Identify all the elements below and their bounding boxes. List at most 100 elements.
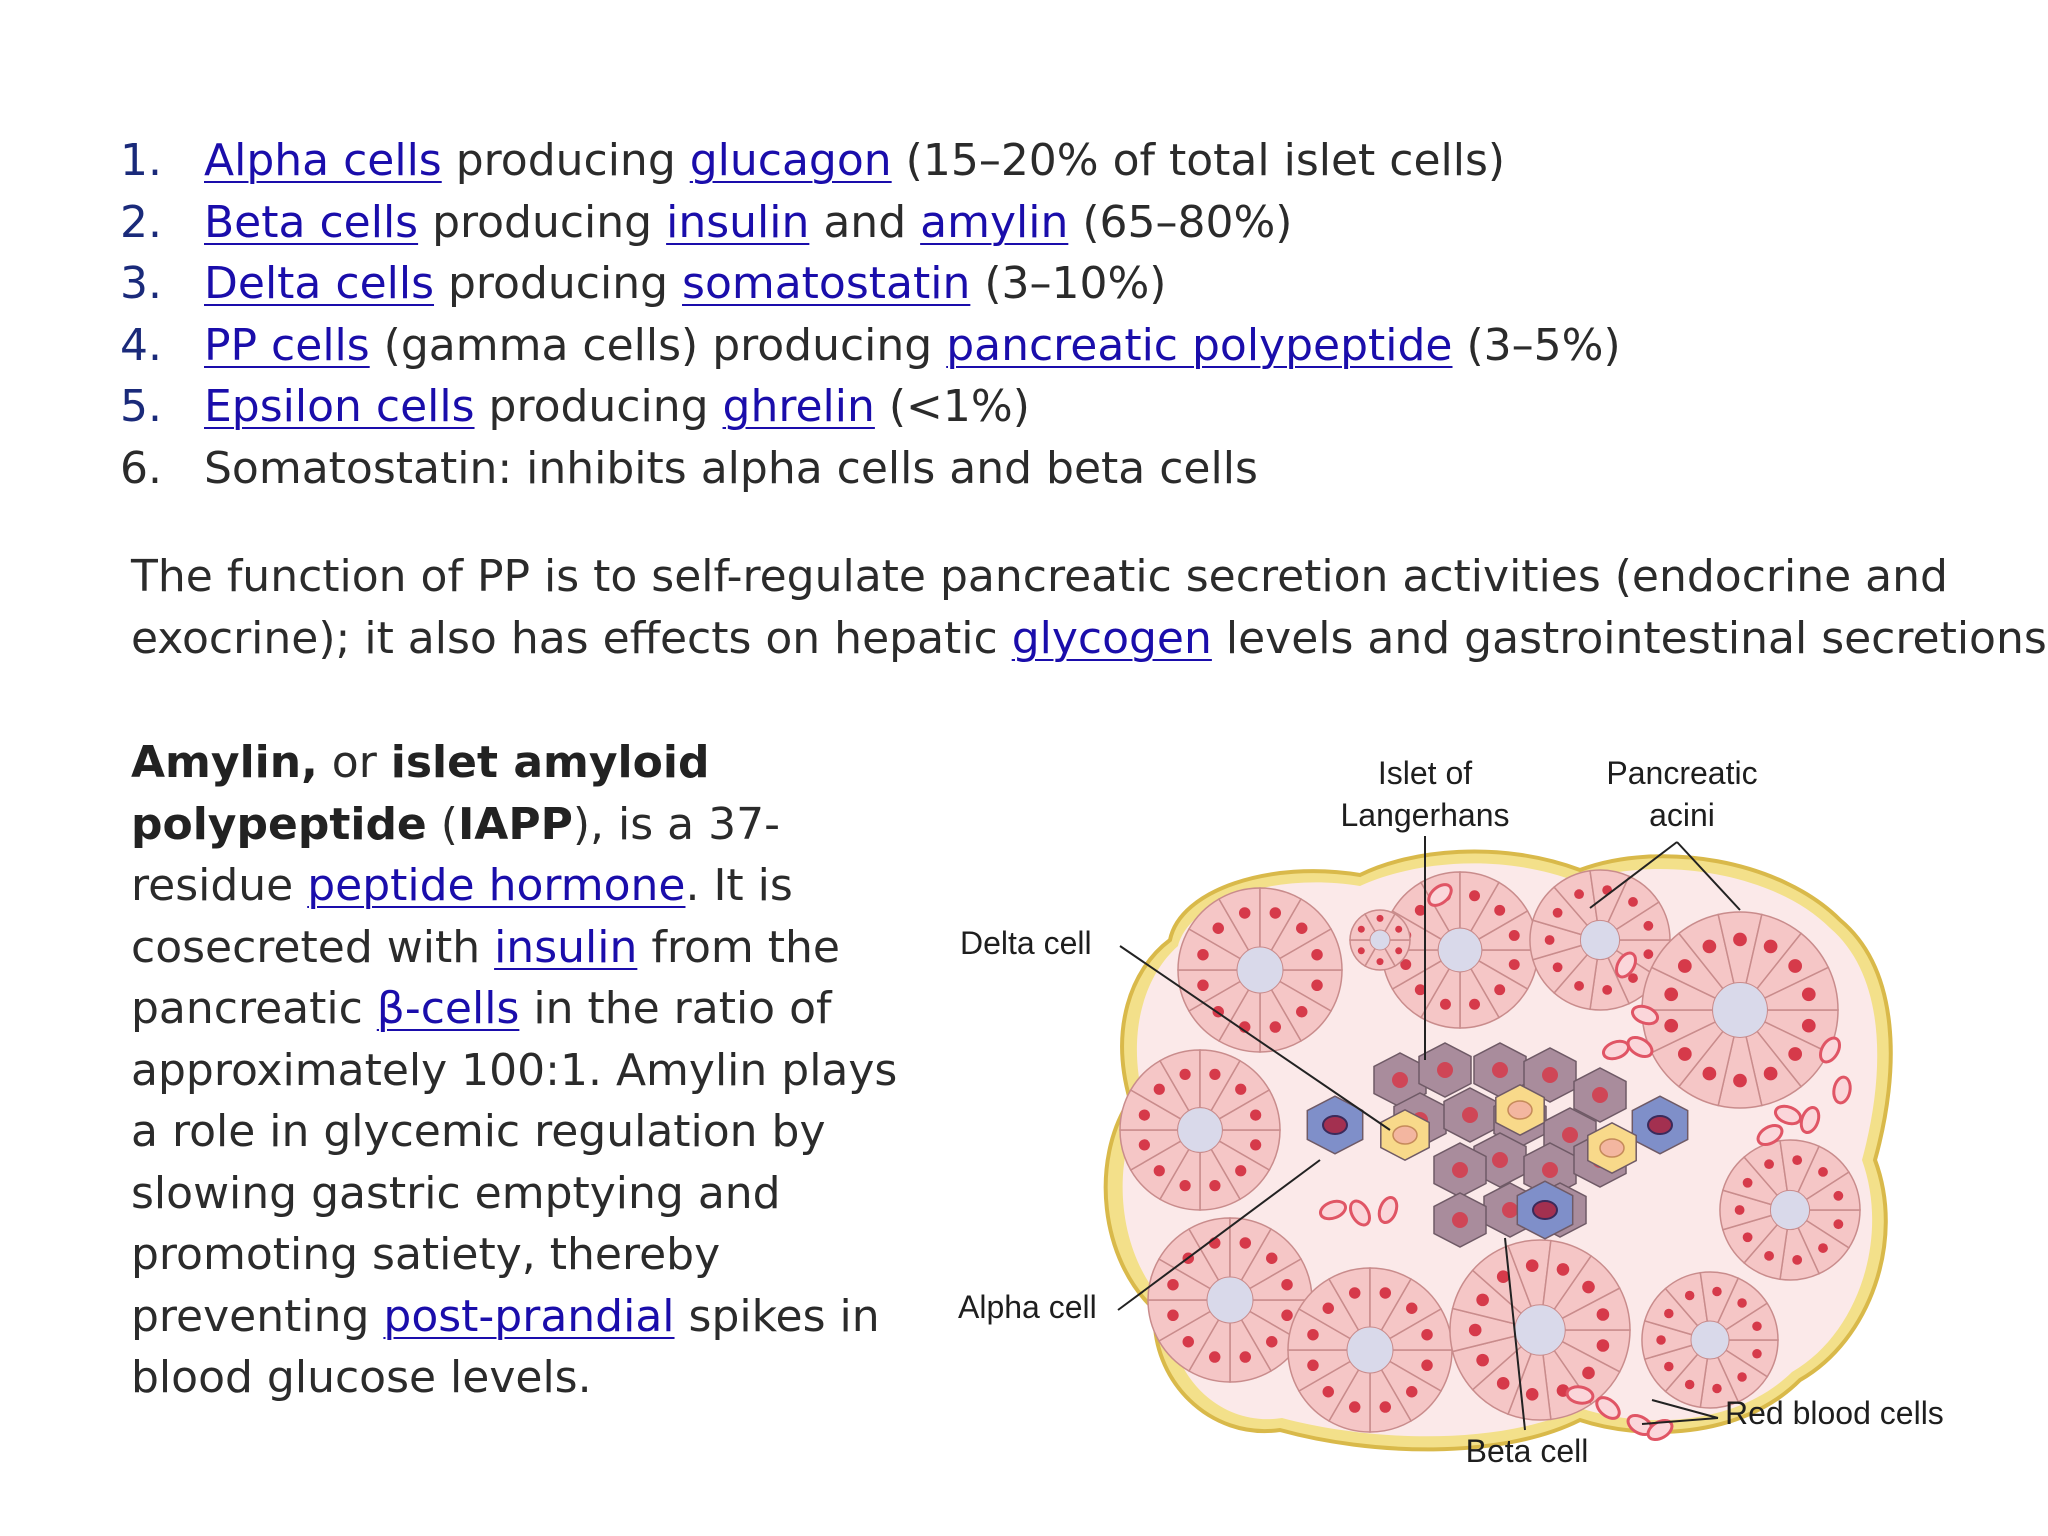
text-span: producing bbox=[434, 258, 683, 309]
acinus-10-nucleus bbox=[1752, 1321, 1762, 1331]
acinus-8-nucleus bbox=[1406, 1386, 1418, 1398]
acinus-9-lumen bbox=[1514, 1304, 1566, 1356]
label-islet-line1: Islet of bbox=[1378, 755, 1472, 791]
link-delta-cells[interactable]: Delta cells bbox=[204, 258, 435, 309]
list-number: 4. bbox=[120, 319, 162, 371]
text-span: preventing bbox=[131, 1290, 384, 1342]
red-blood-cell bbox=[1615, 951, 1637, 979]
acinus-10-nucleus bbox=[1712, 1383, 1722, 1394]
acinus-4-nucleus bbox=[1733, 1073, 1747, 1088]
acinus-9-nucleus bbox=[1582, 1280, 1595, 1294]
acinus-1-nucleus bbox=[1296, 1006, 1308, 1018]
text-span: (15–20% of total islet cells) bbox=[891, 135, 1506, 186]
text-span: slowing gastric emptying and bbox=[131, 1167, 781, 1219]
beta-cell-nucleus bbox=[1462, 1107, 1478, 1123]
acinus-10-nucleus bbox=[1712, 1286, 1722, 1297]
text-span: producing bbox=[418, 196, 667, 248]
link-peptide-hormone[interactable]: peptide hormone bbox=[307, 860, 686, 911]
leader-beta bbox=[1504, 1237, 1526, 1431]
text-span: and bbox=[809, 196, 921, 248]
acinus-10-nucleus bbox=[1752, 1349, 1762, 1359]
acinus-2-nucleus bbox=[1508, 930, 1520, 941]
link-alpha-cells[interactable]: Alpha cells bbox=[204, 135, 442, 186]
beta-cell-nucleus bbox=[1542, 1067, 1558, 1083]
list-number: 6. bbox=[120, 442, 162, 494]
list-item-text: Beta cells producing insulin and amylin … bbox=[204, 192, 1292, 254]
acinus-9-nucleus bbox=[1556, 1263, 1570, 1276]
link-pancreatic-polypeptide[interactable]: pancreatic polypeptide bbox=[946, 319, 1453, 371]
paragraph-line: polypeptide (IAPP), is a 37- bbox=[131, 794, 881, 856]
list-item: 2.Beta cells producing insulin and amyli… bbox=[120, 192, 1980, 254]
acinus-2-nucleus bbox=[1508, 959, 1520, 970]
acinus-11-nucleus bbox=[1376, 914, 1384, 922]
paragraph-line: cosecreted with insulin from the bbox=[131, 917, 881, 979]
leader-lines bbox=[1117, 836, 1741, 1431]
text-span: spikes in bbox=[674, 1290, 880, 1342]
acinus-8-nucleus bbox=[1348, 1287, 1361, 1299]
acinus-5-nucleus bbox=[1235, 1083, 1247, 1095]
acinus-1-nucleus bbox=[1197, 979, 1209, 992]
red-blood-cell bbox=[1819, 1036, 1841, 1064]
label-acini-line1: Pancreatic bbox=[1606, 755, 1757, 791]
acinus-8-nucleus bbox=[1307, 1359, 1319, 1372]
text-span: producing bbox=[474, 381, 723, 432]
acinus-3-nucleus bbox=[1552, 962, 1563, 973]
acinus-7-cell bbox=[1249, 1257, 1313, 1301]
list-item: 4. PP cells (gamma cells) producing pancr… bbox=[120, 315, 1980, 377]
acinus-6-nucleus bbox=[1833, 1190, 1844, 1201]
label-red-blood-cells: Red blood cells bbox=[1725, 1395, 1944, 1431]
list-item: 1.Alpha cells producing glucagon (15–20%… bbox=[120, 130, 1980, 192]
acinus-8-nucleus bbox=[1379, 1401, 1392, 1413]
acinus-9-nucleus bbox=[1596, 1308, 1610, 1321]
link-β-cells[interactable]: β-cells bbox=[376, 983, 520, 1034]
text-span: (3–10%) bbox=[970, 258, 1167, 309]
acinus-6-cell bbox=[1805, 1171, 1861, 1211]
red-blood-cell bbox=[1565, 1385, 1595, 1405]
acinus-5-nucleus bbox=[1209, 1068, 1221, 1080]
bold-text: Amylin, bbox=[131, 737, 318, 788]
acinus-1-nucleus bbox=[1296, 922, 1308, 934]
acinus-9-nucleus bbox=[1476, 1353, 1489, 1367]
acinus-11-lumen bbox=[1369, 929, 1391, 951]
acinus-9-cell bbox=[1561, 1287, 1631, 1331]
link-glucagon[interactable]: glucagon bbox=[689, 135, 892, 186]
acinus-4-nucleus bbox=[1801, 987, 1816, 1002]
alpha-cell-nucleus bbox=[1647, 1115, 1673, 1135]
acinus-5-nucleus bbox=[1138, 1109, 1150, 1121]
red-blood-cell bbox=[1773, 1104, 1803, 1126]
acinus-10-nucleus bbox=[1684, 1379, 1695, 1390]
acinus-3-lumen bbox=[1579, 919, 1621, 961]
acinus-1-nucleus bbox=[1238, 907, 1251, 919]
link-beta-cells[interactable]: Beta cells bbox=[204, 196, 419, 248]
link-amylin[interactable]: amylin bbox=[920, 196, 1069, 248]
leader-rbc-a bbox=[1651, 1399, 1719, 1419]
red-blood-cell bbox=[1626, 1036, 1654, 1058]
link-glycogen[interactable]: glycogen bbox=[1011, 612, 1212, 664]
link-ghrelin[interactable]: ghrelin bbox=[722, 381, 875, 432]
acinus-8-lumen bbox=[1346, 1326, 1394, 1374]
acinus-9-nucleus bbox=[1496, 1270, 1510, 1283]
link-insulin[interactable]: insulin bbox=[494, 921, 638, 973]
link-somatostatin[interactable]: somatostatin bbox=[682, 258, 971, 309]
acinus-6-nucleus bbox=[1792, 1254, 1803, 1265]
label-delta-cell: Delta cell bbox=[960, 925, 1092, 961]
acinus-2-nucleus bbox=[1469, 890, 1480, 902]
acinus-9-nucleus bbox=[1525, 1388, 1539, 1401]
link-epsilon-cells[interactable]: Epsilon cells bbox=[204, 381, 475, 432]
text-span: ( bbox=[426, 798, 458, 850]
alpha-cell-nucleus bbox=[1322, 1115, 1348, 1135]
acinus-9-nucleus bbox=[1596, 1339, 1610, 1352]
acinus-7-nucleus bbox=[1239, 1351, 1252, 1363]
acinus-1-nucleus bbox=[1212, 922, 1224, 934]
beta-cell-nucleus bbox=[1492, 1152, 1508, 1168]
link-pp-cells[interactable]: PP cells bbox=[204, 319, 370, 371]
list-item-text: PP cells (gamma cells) producing pancrea… bbox=[204, 315, 1621, 377]
link-insulin[interactable]: insulin bbox=[666, 196, 810, 248]
text-span: a role in glycemic regulation by bbox=[131, 1106, 826, 1157]
paragraph-line: residue peptide hormone. It is bbox=[131, 855, 881, 917]
leader-rbc-b bbox=[1641, 1417, 1719, 1425]
text-span: (65–80%) bbox=[1068, 196, 1293, 248]
text-span: The function of PP is to self-regulate p… bbox=[131, 551, 1948, 602]
text-span: . It is bbox=[685, 860, 793, 911]
link-post-prandial[interactable]: post-prandial bbox=[383, 1290, 675, 1342]
